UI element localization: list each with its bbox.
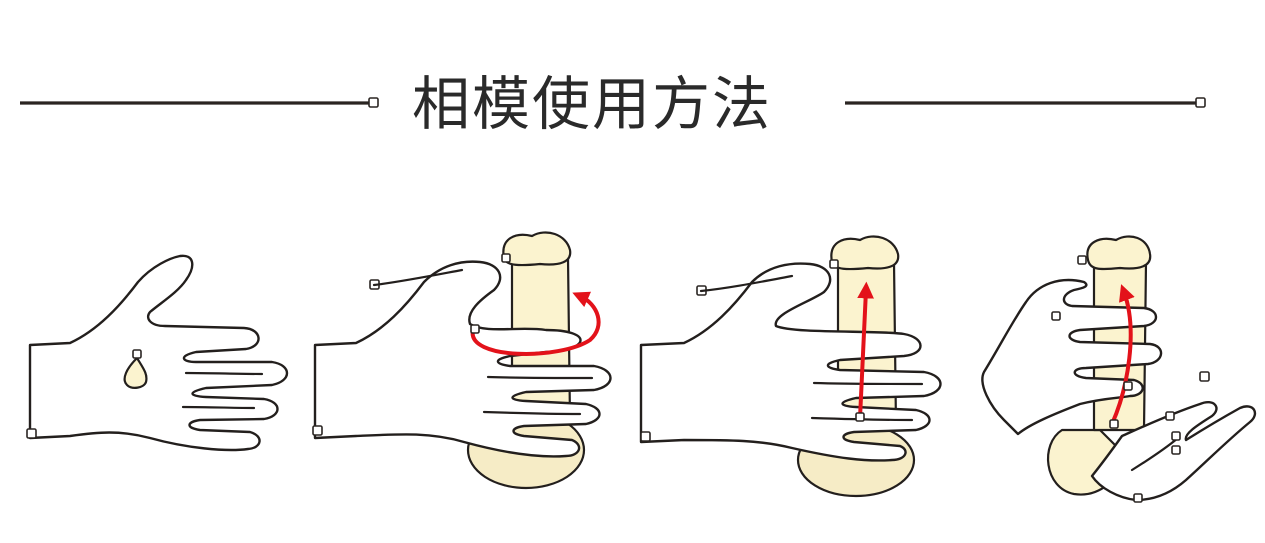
step-4-anchor-finger-1 [1199,371,1210,382]
step-2-anchor-wrist [312,425,323,436]
step-4-anchor-top [1077,255,1087,265]
title-rule-left-node [368,97,379,108]
step-4-anchor-low [1109,419,1119,429]
step-1-anchor-drop [132,349,142,359]
step-4-anchor-finger-3 [1171,431,1181,441]
step-4-anchor-mid [1123,381,1133,391]
hand-grip-rotate-arrow-icon [313,231,612,490]
open-palm-with-drop-icon [28,254,289,452]
step-3-anchor-grip [829,259,839,269]
title-rule-right-node [1195,97,1206,108]
step-2-anchor-grip [501,253,511,263]
step-3-anchor-wrist [640,431,651,442]
step-4-anchor-thumb [1051,311,1061,321]
step-4-two-hand-stroke [981,235,1257,503]
title-row: 相模使用方法 [20,70,1206,138]
step-2-anchor-thumb [470,324,480,334]
step-1-anchor-wrist [26,428,37,439]
two-hand-grip-stroke-icon [981,235,1257,502]
step-1-open-palm [26,254,289,452]
step-3-grip-up [639,235,942,498]
step-2-grip-rotate [312,231,612,490]
step-4-anchor-finger-2 [1165,411,1175,421]
page-title: 相模使用方法 [412,70,772,138]
step-3-anchor-stroke [855,412,865,422]
hand-grip-up-arrow-icon [639,235,942,498]
step-4-anchor-base [1133,493,1143,503]
step-4-anchor-finger-4 [1171,445,1181,455]
